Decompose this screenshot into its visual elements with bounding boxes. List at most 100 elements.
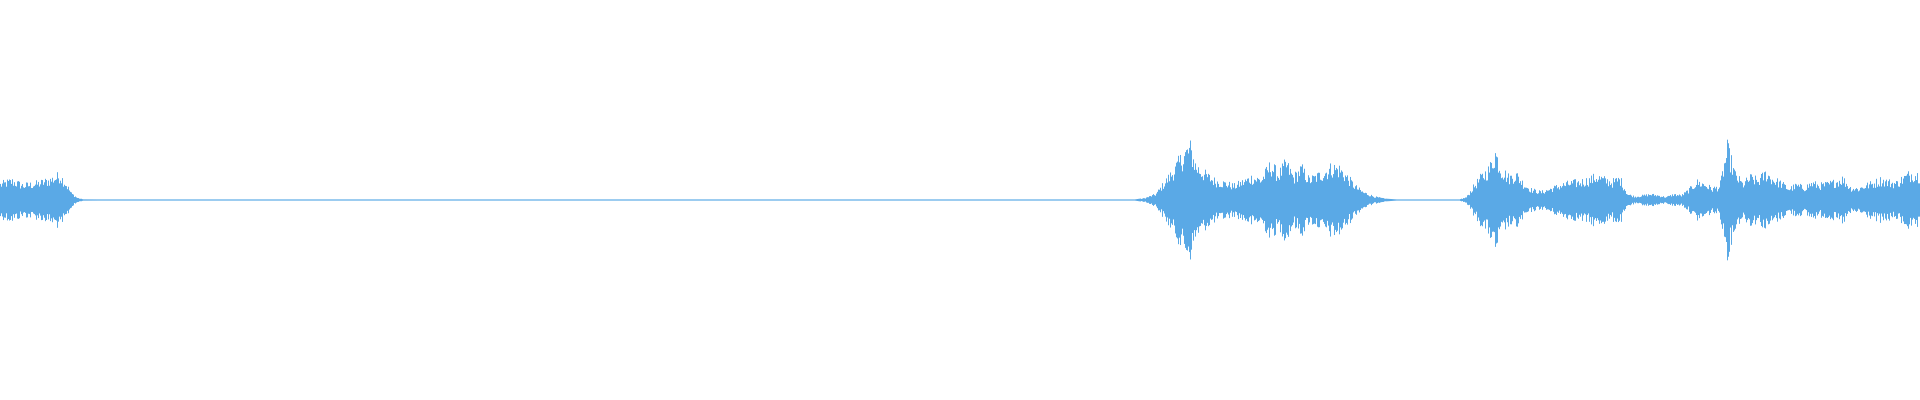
- waveform-sample: [1375, 197, 1376, 203]
- waveform-sample: [809, 199, 810, 201]
- waveform-sample: [1246, 181, 1247, 219]
- waveform-sample: [1557, 188, 1558, 212]
- waveform-sample: [550, 199, 551, 201]
- waveform-sample: [357, 199, 358, 201]
- waveform-sample: [459, 199, 460, 201]
- waveform-sample: [651, 199, 652, 201]
- waveform-sample: [1837, 182, 1838, 218]
- waveform-sample: [1490, 162, 1491, 238]
- waveform-sample: [876, 199, 877, 201]
- waveform-sample: [112, 199, 113, 201]
- waveform-sample: [1228, 185, 1229, 215]
- waveform-sample: [846, 199, 847, 201]
- waveform-sample: [1548, 190, 1549, 210]
- waveform-sample: [1453, 199, 1454, 201]
- waveform-sample: [1512, 178, 1513, 222]
- waveform-sample: [1766, 181, 1767, 219]
- waveform-sample: [161, 199, 162, 201]
- waveform-sample: [17, 181, 18, 219]
- waveform-sample: [150, 199, 151, 201]
- waveform-sample: [1898, 186, 1899, 214]
- waveform-sample: [1135, 199, 1136, 201]
- waveform-sample: [23, 187, 24, 213]
- waveform-sample: [6, 186, 7, 214]
- waveform-sample: [30, 182, 31, 218]
- waveform-sample: [32, 188, 33, 212]
- waveform-sample: [1911, 174, 1912, 226]
- waveform-sample: [1819, 188, 1820, 212]
- waveform-sample: [896, 199, 897, 201]
- waveform-sample: [1137, 198, 1138, 202]
- waveform-sample: [1784, 184, 1785, 216]
- waveform-sample: [1477, 178, 1478, 222]
- waveform-sample: [1710, 187, 1711, 213]
- waveform-sample: [1023, 199, 1024, 201]
- waveform-sample: [1767, 179, 1768, 221]
- waveform-sample: [1727, 139, 1728, 261]
- waveform-sample: [522, 199, 523, 201]
- waveform-sample: [151, 199, 152, 201]
- waveform-sample: [1586, 178, 1587, 222]
- waveform-sample: [554, 199, 555, 201]
- waveform-sample: [1480, 173, 1481, 227]
- waveform-sample: [882, 199, 883, 201]
- waveform-sample: [1093, 199, 1094, 201]
- waveform-sample: [463, 199, 464, 201]
- waveform-sample: [1355, 186, 1356, 214]
- waveform-sample: [1913, 182, 1914, 218]
- waveform-sample: [173, 199, 174, 201]
- waveform-sample: [1516, 173, 1517, 227]
- waveform-sample: [442, 199, 443, 201]
- waveform-sample: [1403, 199, 1404, 201]
- waveform-sample: [619, 199, 620, 201]
- waveform-sample: [1051, 199, 1052, 201]
- waveform-sample: [305, 199, 306, 201]
- waveform-sample: [823, 199, 824, 201]
- waveform-sample: [395, 199, 396, 201]
- waveform-sample: [1202, 176, 1203, 224]
- waveform-sample: [1467, 195, 1468, 205]
- waveform-sample: [168, 199, 169, 201]
- waveform-sample: [534, 199, 535, 201]
- waveform-sample: [997, 199, 998, 201]
- waveform-sample: [1847, 186, 1848, 214]
- waveform-sample: [677, 199, 678, 201]
- waveform-sample: [277, 199, 278, 201]
- waveform-sample: [1676, 196, 1677, 204]
- waveform-sample: [922, 199, 923, 201]
- waveform-sample: [1726, 158, 1727, 242]
- waveform-sample: [839, 199, 840, 201]
- waveform-sample: [1171, 176, 1172, 224]
- waveform-sample: [1077, 199, 1078, 201]
- waveform-sample: [1342, 171, 1343, 229]
- waveform-sample: [1912, 180, 1913, 220]
- waveform-sample: [1220, 186, 1221, 214]
- waveform-sample: [545, 199, 546, 201]
- waveform-sample: [730, 199, 731, 201]
- waveform-sample: [548, 199, 549, 201]
- waveform-sample: [1169, 181, 1170, 219]
- waveform-sample: [1904, 175, 1905, 225]
- waveform-sample: [1891, 183, 1892, 217]
- waveform-sample: [521, 199, 522, 201]
- waveform-sample: [446, 199, 447, 201]
- waveform-sample: [1005, 199, 1006, 201]
- waveform-sample: [813, 199, 814, 201]
- waveform-sample: [1820, 189, 1821, 211]
- waveform-sample: [879, 199, 880, 201]
- waveform-sample: [455, 199, 456, 201]
- waveform-sample: [1631, 195, 1632, 205]
- waveform-sample: [1095, 199, 1096, 201]
- waveform-sample: [172, 199, 173, 201]
- waveform-sample: [1203, 180, 1204, 220]
- waveform-sample: [900, 199, 901, 201]
- waveform-sample: [1845, 186, 1846, 214]
- waveform-sample: [787, 199, 788, 201]
- waveform-sample: [788, 199, 789, 201]
- waveform-sample: [1042, 199, 1043, 201]
- waveform-sample: [538, 199, 539, 201]
- waveform-sample: [104, 199, 105, 201]
- waveform-sample: [1810, 186, 1811, 214]
- waveform-sample: [1690, 186, 1691, 214]
